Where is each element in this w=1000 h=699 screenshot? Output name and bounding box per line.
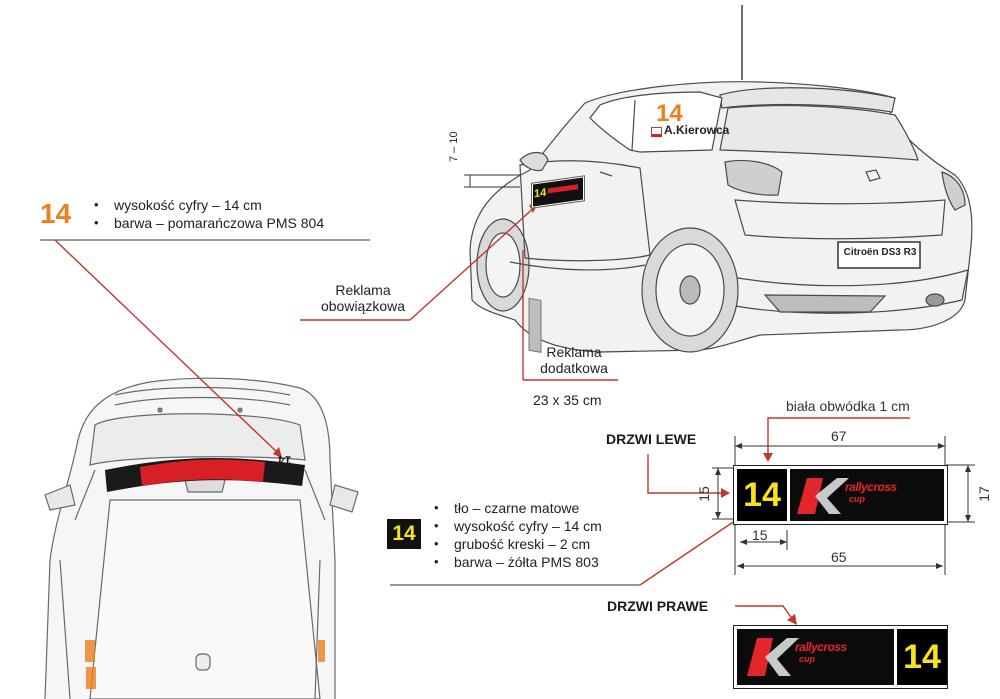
roof-banner-shape (105, 458, 305, 492)
right-plate-logo: rallycross cup (743, 634, 889, 678)
right-plate-logo-main: rallycross (795, 640, 847, 654)
additional-ad-area (528, 297, 542, 353)
orange-spec-item: barwa – pomarańczowa PMS 804 (90, 214, 324, 232)
dim-outer-height: 17 (975, 486, 992, 502)
biala-obwodka-label: biała obwódka 1 cm (786, 398, 910, 414)
rk-logo-icon (747, 638, 799, 676)
left-plate-logo-sub: cup (849, 494, 866, 504)
reklama-obowiazkowa-label: Reklama obowiązkowa (318, 282, 408, 314)
dim-inner-height: 15 (695, 486, 712, 502)
range-dimension-marks (464, 174, 520, 188)
orange-spec-list: wysokość cyfry – 14 cm barwa – pomarańcz… (90, 196, 324, 232)
yellow-spec-item: grubość kreski – 2 cm (430, 535, 602, 553)
reklama-dodatkowa-line: dodatkowa (540, 360, 608, 376)
rk-logo-icon (797, 478, 849, 514)
reklama-dodatkowa-size: 23 x 35 cm (533, 392, 602, 408)
right-door-plate: rallycross cup 14 (733, 625, 948, 689)
yellow-spec-list: tło – czarne matowe wysokość cyfry – 14 … (430, 499, 602, 571)
leader-lines (40, 204, 910, 621)
dim-inner-width: 65 (831, 549, 847, 565)
drzwi-prawe-label: DRZWI PRAWE (607, 598, 709, 614)
driver-name: A.Kierowca (664, 123, 730, 137)
license-plate-text: Citroën DS3 R3 (843, 247, 917, 258)
reklama-dodatkowa-line: Reklama (546, 344, 602, 360)
left-plate-logo: rallycross cup (793, 474, 939, 516)
top-view-car-drawing (44, 377, 359, 699)
yellow-spec-item: barwa – żółta PMS 803 (430, 553, 602, 571)
reklama-obowiazkowa-line: obowiązkowa (320, 298, 406, 314)
range-7-10-label: 7 – 10 (448, 131, 460, 162)
orange-number-sample: 14 (40, 198, 72, 229)
flag-icon (651, 127, 662, 137)
side-number-marks (85, 640, 325, 689)
dim-number-width: 15 (752, 527, 768, 543)
left-plate-number: 14 (737, 469, 790, 521)
dim-outer-width: 67 (831, 428, 847, 444)
left-plate-logo-main: rallycross (845, 480, 897, 494)
rear-car-drawing (469, 5, 973, 353)
reklama-obowiazkowa-line: Reklama (335, 282, 391, 298)
right-plate-number: 14 (894, 629, 947, 685)
yellow-number-sample: 14 (387, 519, 421, 549)
orange-spec-item: wysokość cyfry – 14 cm (90, 196, 324, 214)
car-door-number: 14 (656, 100, 683, 127)
yellow-spec-item: tło – czarne matowe (430, 499, 602, 517)
right-plate-logo-sub: cup (799, 654, 816, 664)
car-door-plate-logo (548, 184, 578, 194)
drzwi-lewe-label: DRZWI LEWE (606, 431, 697, 447)
roof-banner-number: 14 (277, 452, 292, 468)
dimension-arrowheads (715, 443, 971, 569)
yellow-spec-item: wysokość cyfry – 14 cm (430, 517, 602, 535)
left-door-plate: 14 rallycross cup (733, 465, 948, 525)
reklama-dodatkowa-label: Reklama dodatkowa (530, 344, 618, 376)
car-door-plate-number: 14 (534, 186, 547, 201)
